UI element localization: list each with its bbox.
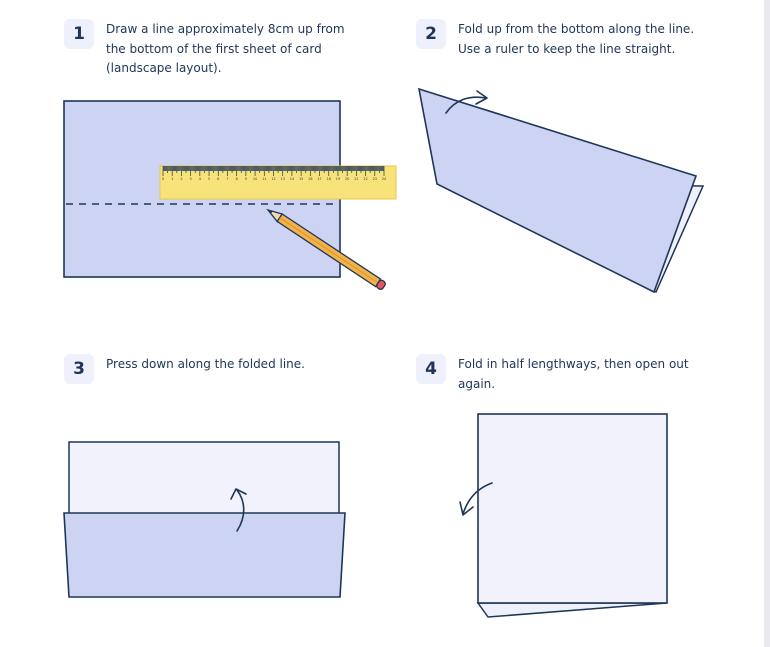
- curved-arrow-icon: [459, 482, 493, 516]
- card-sheet: [477, 413, 668, 604]
- ruler-ticks: [162, 166, 385, 176]
- ruler-tick-label: 9: [245, 177, 247, 181]
- back-sheet: [476, 602, 668, 618]
- pencil-stripe: [279, 217, 379, 284]
- step-instruction: Draw a line approximately 8cm up from th…: [106, 22, 345, 75]
- step-instruction: Press down along the folded line.: [106, 357, 305, 371]
- ruler-tick-label: 22: [363, 177, 367, 181]
- ruler-tick-label: 18: [327, 177, 331, 181]
- ruler-tick-label: 20: [345, 177, 349, 181]
- ruler-tick-label: 23: [373, 177, 377, 181]
- ruler-tick-label: 24: [382, 177, 386, 181]
- ruler-tick-label: 10: [253, 177, 257, 181]
- ruler-tick-label: 6: [217, 177, 219, 181]
- step-instruction: Fold in half lengthways, then open out a…: [458, 357, 689, 391]
- ruler-tick-label: 11: [262, 177, 266, 181]
- ruler-tick-label: 12: [271, 177, 275, 181]
- ruler-tick-label: 2: [180, 177, 182, 181]
- ruler-tick-label: 19: [336, 177, 340, 181]
- ruler-tick-label: 1: [171, 177, 173, 181]
- pencil-lead: [268, 210, 273, 214]
- step-number: 2: [416, 19, 446, 49]
- ruler-tick-label: 8: [236, 177, 238, 181]
- step-number: 3: [64, 354, 94, 384]
- folded-flap: [63, 512, 346, 598]
- ruler-tick-label: 7: [226, 177, 228, 181]
- page-edge: [764, 0, 770, 647]
- curved-arrow-icon: [445, 90, 488, 114]
- folded-card: [417, 87, 698, 294]
- step-3-illustration: [63, 441, 346, 598]
- ruler-tick-label: 5: [208, 177, 210, 181]
- ruler-tick-label: 14: [290, 177, 294, 181]
- step-number: 1: [64, 19, 94, 49]
- step-4-illustration: [459, 413, 668, 618]
- ruler-tick-label: 0: [162, 177, 164, 181]
- ruler-tick-label: 13: [281, 177, 285, 181]
- pencil-icon: [266, 208, 386, 290]
- ruler-tick-label: 21: [354, 177, 358, 181]
- step-instruction: Fold up from the bottom along the line. …: [458, 22, 695, 56]
- step-number: 4: [416, 354, 446, 384]
- step-2-illustration: [417, 87, 705, 294]
- ruler-tick-label: 4: [199, 177, 201, 181]
- ruler-tick-label: 3: [190, 177, 192, 181]
- ruler-tick-label: 15: [299, 177, 303, 181]
- ruler-tick-label: 16: [308, 177, 312, 181]
- ruler-tick-label: 17: [317, 177, 321, 181]
- curved-arrow-icon: [230, 488, 247, 532]
- pencil-eraser: [376, 279, 386, 290]
